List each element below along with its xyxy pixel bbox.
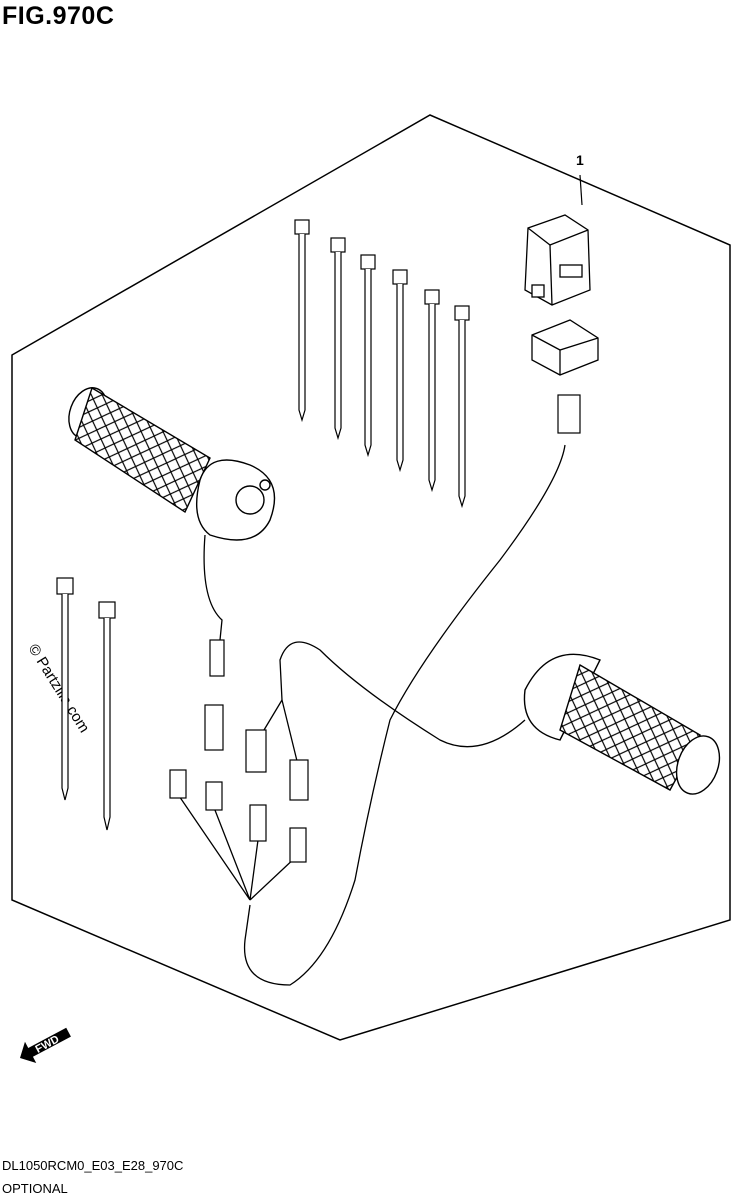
- kit-boundary-outline: [11, 114, 731, 1041]
- connector-housing-icon: [531, 319, 599, 376]
- cable-tie-icon: [56, 577, 116, 831]
- callout-1: 1: [576, 152, 584, 206]
- watermark: © Partzilla.com: [25, 641, 93, 736]
- figure-title: FIG.970C: [2, 2, 115, 30]
- fwd-label: FWD: [34, 1033, 62, 1055]
- callout-1-label: 1: [576, 152, 584, 168]
- wiring-harness-icon: [174, 444, 566, 986]
- grip-heater-left-icon: [68, 386, 276, 541]
- connector-icon: [169, 394, 581, 863]
- grip-heater-right-icon: [523, 653, 721, 795]
- cable-tie-icon: [294, 219, 470, 509]
- fwd-direction-badge: FWD: [20, 1027, 71, 1063]
- relay-unit-icon: [524, 214, 591, 306]
- figure-subtitle: OPTIONAL: [2, 1181, 68, 1196]
- figure-code: DL1050RCM0_E03_E28_970C: [2, 1158, 184, 1173]
